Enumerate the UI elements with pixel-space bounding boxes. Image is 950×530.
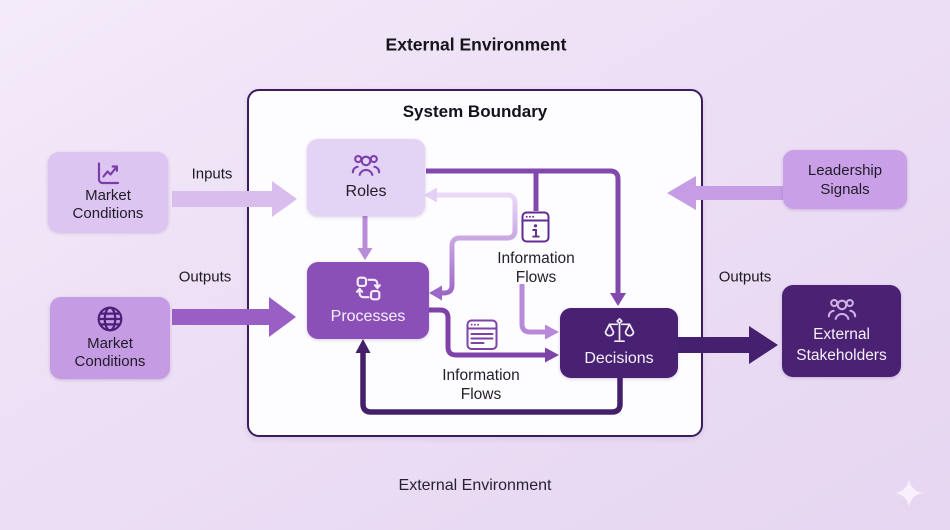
external-stakeholders-node: External Stakeholders (782, 285, 901, 377)
external-environment-title-bottom: External Environment (398, 477, 552, 494)
node-label: External (813, 325, 870, 343)
information-flows-top-label: Information Flows (497, 249, 575, 287)
line-chart-icon (97, 161, 120, 184)
globe-icon (97, 306, 123, 332)
system-boundary-title: System Boundary (402, 102, 548, 121)
decisions-node: Decisions (560, 308, 678, 378)
node-label: Market (87, 335, 133, 352)
market-conditions-bottom-node: Market Conditions (50, 297, 170, 379)
market-conditions-top-node: Market Conditions (48, 152, 168, 232)
external-environment-title-top: External Environment (385, 34, 567, 55)
leadership-signals-node: Leadership Signals (783, 150, 907, 209)
node-label: Roles (345, 183, 387, 200)
label-line: Information (497, 250, 575, 267)
label-line: Flows (515, 269, 557, 286)
outputs-left-label: Outputs (178, 268, 232, 286)
users-icon (351, 154, 381, 176)
node-label: Signals (820, 180, 870, 198)
node-label: Stakeholders (796, 346, 887, 364)
node-label: Decisions (584, 350, 654, 367)
node-label: Market (85, 186, 131, 204)
roles-node: Roles (307, 139, 425, 216)
node-label: Processes (330, 308, 406, 325)
sparkle-icon (895, 479, 923, 507)
label-line: Information (442, 367, 520, 384)
scales-icon (604, 317, 634, 343)
outputs-right-label: Outputs (718, 268, 772, 286)
node-label: Conditions (72, 204, 144, 222)
process-cycle-icon (355, 276, 381, 301)
label-line: Flows (460, 386, 502, 403)
node-label: Conditions (74, 353, 146, 370)
processes-node: Processes (307, 262, 429, 339)
node-label: Leadership (807, 161, 883, 179)
users-icon (827, 298, 856, 320)
inputs-label: Inputs (191, 165, 233, 183)
information-flows-bottom-label: Information Flows (442, 366, 520, 404)
